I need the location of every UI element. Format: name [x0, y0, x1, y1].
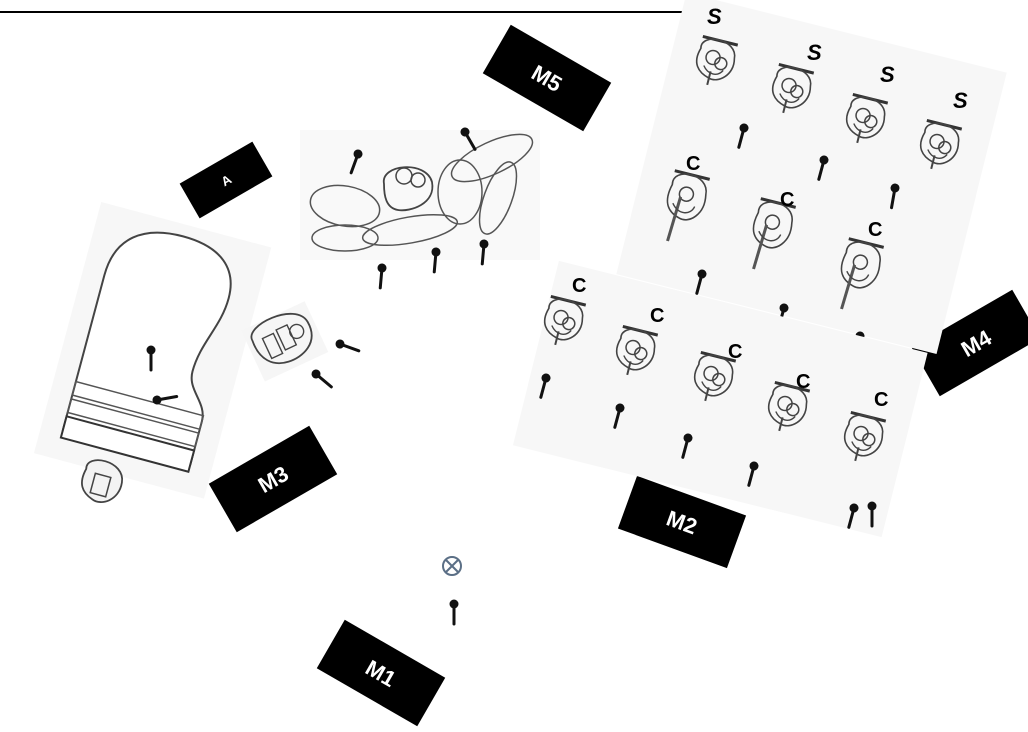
m4-background — [616, 0, 1007, 354]
m5-instrument-cluster — [300, 130, 540, 260]
label-m3: M3 — [208, 425, 338, 533]
microphone-icon — [308, 366, 336, 392]
label-m2: M2 — [617, 475, 747, 569]
instrument-letter-s: S — [880, 62, 895, 87]
microphone-icon — [448, 598, 460, 626]
instrument-letter-c: C — [686, 153, 700, 175]
label-a: A — [179, 141, 273, 219]
microphone-icon — [374, 261, 389, 290]
label-m1: M1 — [316, 619, 446, 727]
label-m5: M5 — [482, 24, 612, 132]
instrument-letter-s: S — [953, 88, 968, 113]
m2-background — [512, 260, 928, 538]
instrument-letter-c: C — [868, 219, 882, 241]
microphone-icon — [332, 336, 362, 357]
instrument-letter-s: S — [707, 4, 722, 29]
piano-bench-player — [81, 459, 123, 503]
instrument-letter-c: C — [874, 389, 888, 411]
instrument-letter-c: C — [728, 341, 742, 363]
instrument-letter-c: C — [650, 305, 664, 327]
frame-border — [0, 0, 713, 13]
instrument-letter-c: C — [796, 371, 810, 393]
label-m4: M4 — [911, 289, 1028, 397]
player-chair-icon — [241, 301, 329, 382]
instrument-letter-c: C — [780, 189, 794, 211]
circle-x-icon — [442, 556, 462, 576]
instrument-letter-c: C — [572, 275, 586, 297]
instrument-letter-s: S — [807, 40, 822, 65]
